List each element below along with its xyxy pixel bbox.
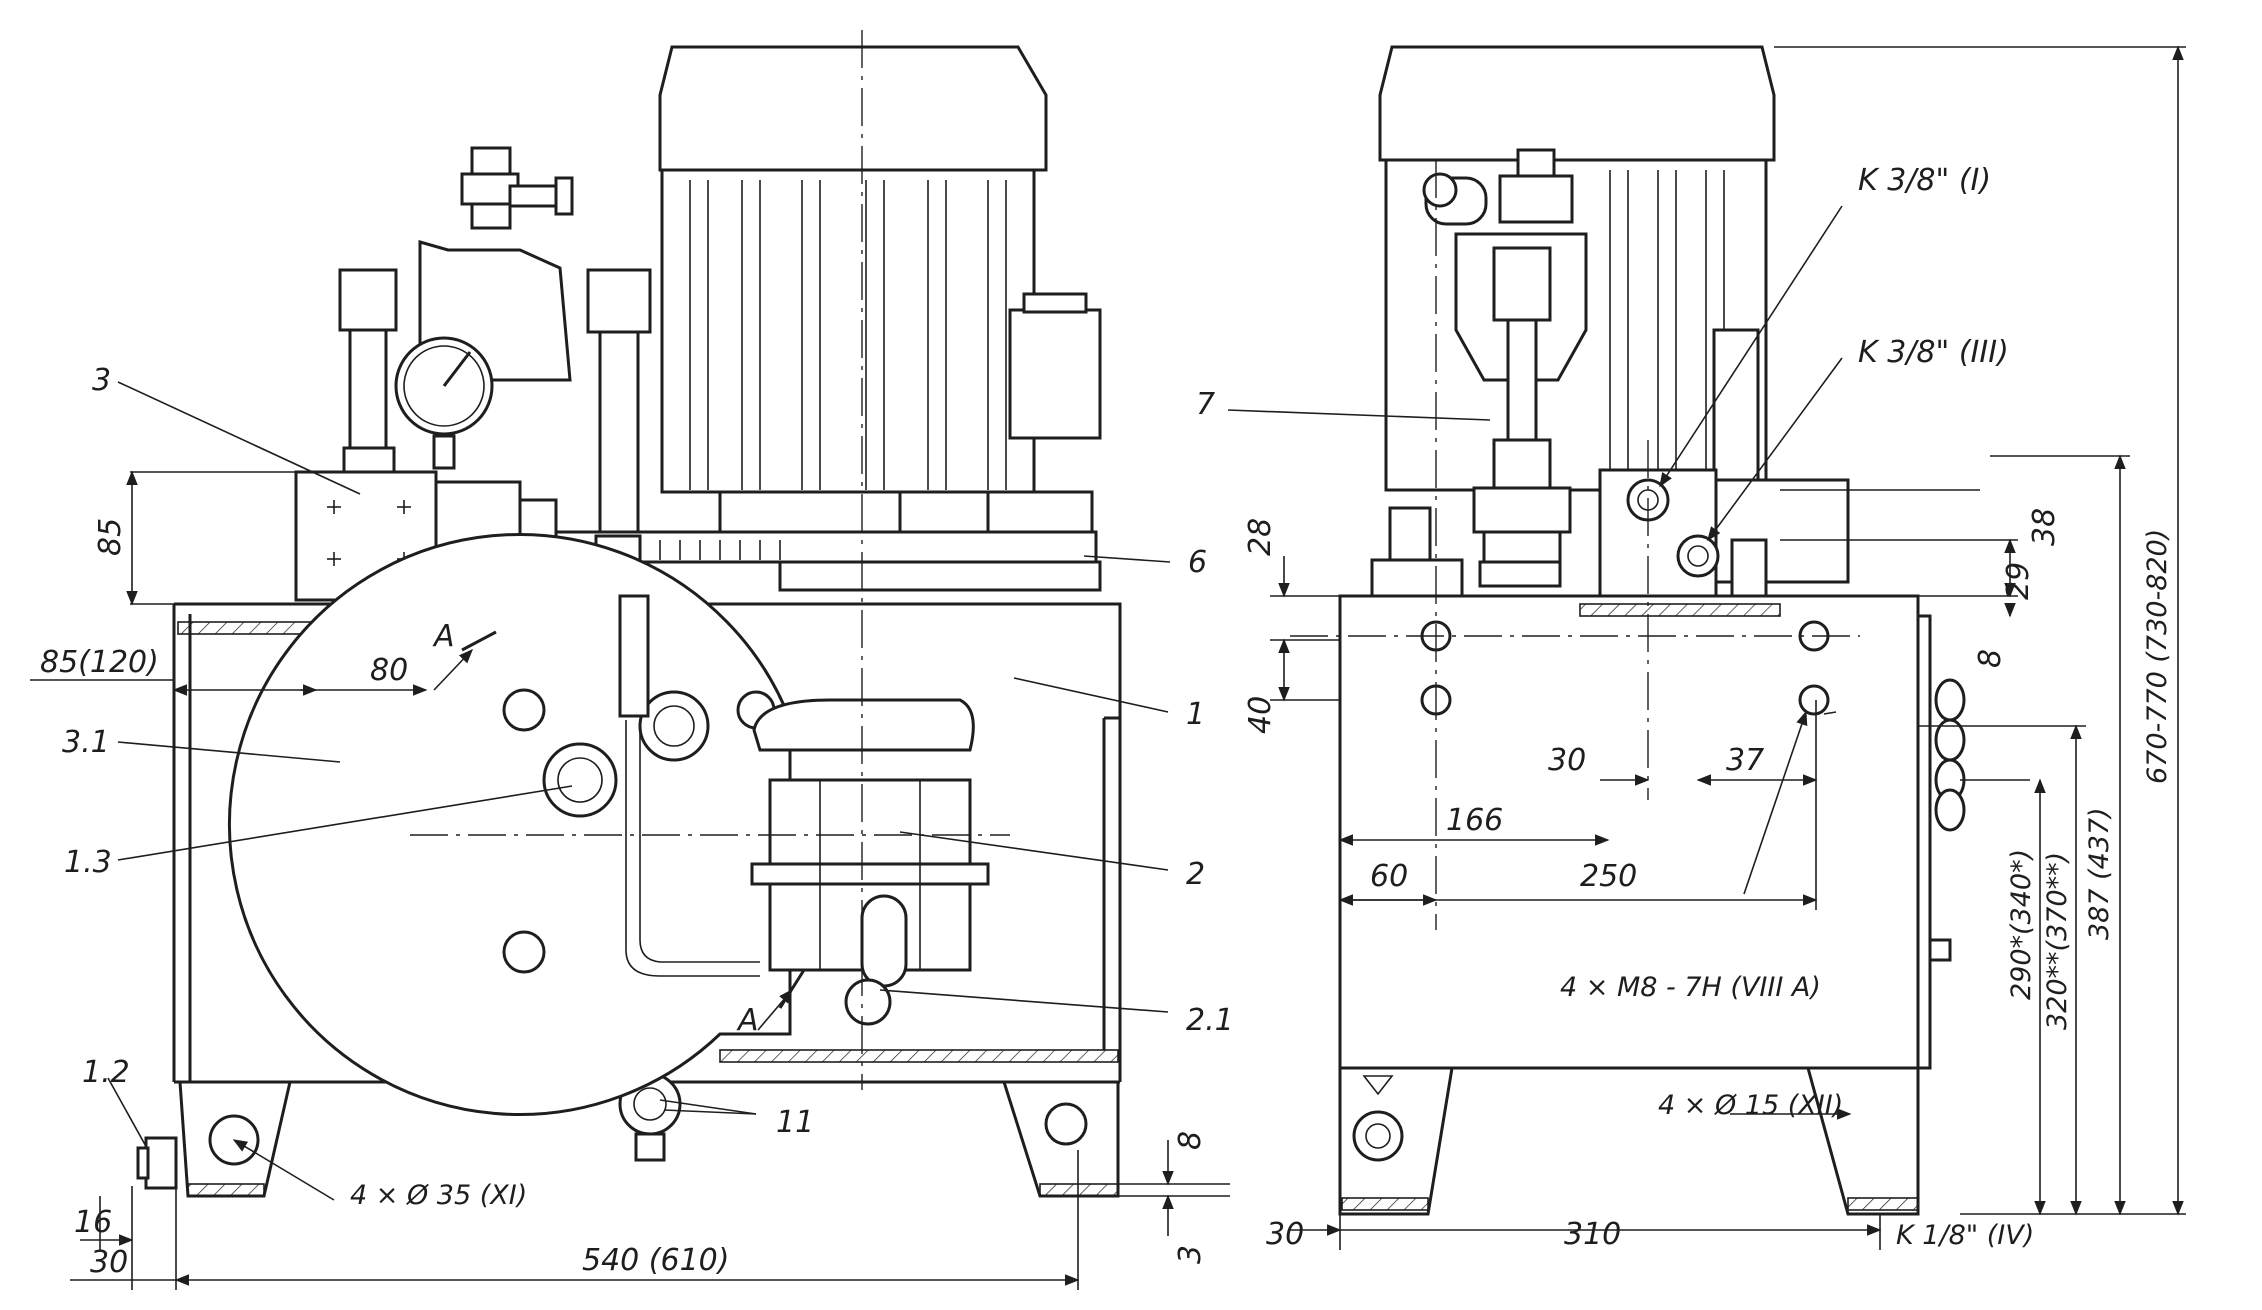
dim-30-side-bottom: 30 [1266,1217,1304,1252]
dim-40: 40 [1243,696,1278,734]
dim-387-437: 387 (437) [2084,807,2115,940]
callout-2: 2 [1186,857,1205,892]
front-dimensions [30,470,1230,1290]
dim-29: 29 [2001,562,2036,600]
front-pump-cover [227,533,990,1116]
dim-16: 16 [74,1205,112,1240]
callout-1: 1 [1186,697,1205,732]
dim-85: 85 [93,518,128,556]
side-view: K 3/8" (I) K 3/8" (III) 7 28 40 30 37 16… [1196,45,2186,1252]
dim-8-side: 8 [1973,649,2008,668]
dim-670-770: 670-770 (730-820) [2142,529,2173,784]
front-gear-drive [554,530,1102,592]
dim-166: 166 [1446,803,1503,838]
dim-38: 38 [2027,508,2062,546]
side-leaders [1227,205,1843,895]
callout-7: 7 [1196,387,1215,422]
dim-k18-iv: K 1/8" (IV) [1896,1220,2034,1251]
dim-holes-35: 4 × Ø 35 (XI) [350,1180,527,1211]
dim-holes-15: 4 × Ø 15 (XII) [1658,1090,1843,1121]
dim-85-120: 85(120) [40,645,159,680]
callout-6: 6 [1188,545,1207,580]
dim-540-610: 540 (610) [582,1243,729,1278]
dim-k38-iii: K 3/8" (III) [1858,335,2009,370]
side-filter [1422,148,1588,588]
dim-290-340: 290*(340*) [2006,849,2037,1000]
front-valve-assembly [294,146,652,602]
section-mark-a-top: A [432,619,455,654]
dim-80: 80 [370,653,408,688]
dim-310: 310 [1564,1217,1621,1252]
dim-3: 3 [1173,1245,1208,1264]
callout-2-1: 2.1 [1186,1003,1234,1038]
section-mark-a-bottom: A [736,1003,759,1038]
side-dimensions [1270,45,2186,1250]
dim-m8: 4 × M8 - 7H (VIII A) [1560,972,1821,1003]
dim-250: 250 [1580,859,1637,894]
callout-3: 3 [92,363,111,398]
dim-30-side: 30 [1548,743,1586,778]
dim-37: 37 [1726,743,1764,778]
dim-28: 28 [1243,518,1278,556]
dim-k38-i: K 3/8" (I) [1858,163,1991,198]
dim-8-front: 8 [1173,1131,1208,1150]
dim-30: 30 [90,1245,128,1280]
callout-11: 11 [776,1105,814,1140]
front-view: 3 3.1 1.3 1.2 6 1 2 2.1 11 A A 85 85(120… [30,30,1234,1290]
callout-3-1: 3.1 [62,725,110,760]
side-tank [1338,506,1966,1216]
dim-60: 60 [1370,859,1408,894]
callout-1-2: 1.2 [82,1055,130,1090]
front-motor [658,45,1102,564]
dim-320-370: 320**(370**) [2042,852,2073,1030]
callout-1-3: 1.3 [64,845,112,880]
front-leaders [107,381,1171,1201]
